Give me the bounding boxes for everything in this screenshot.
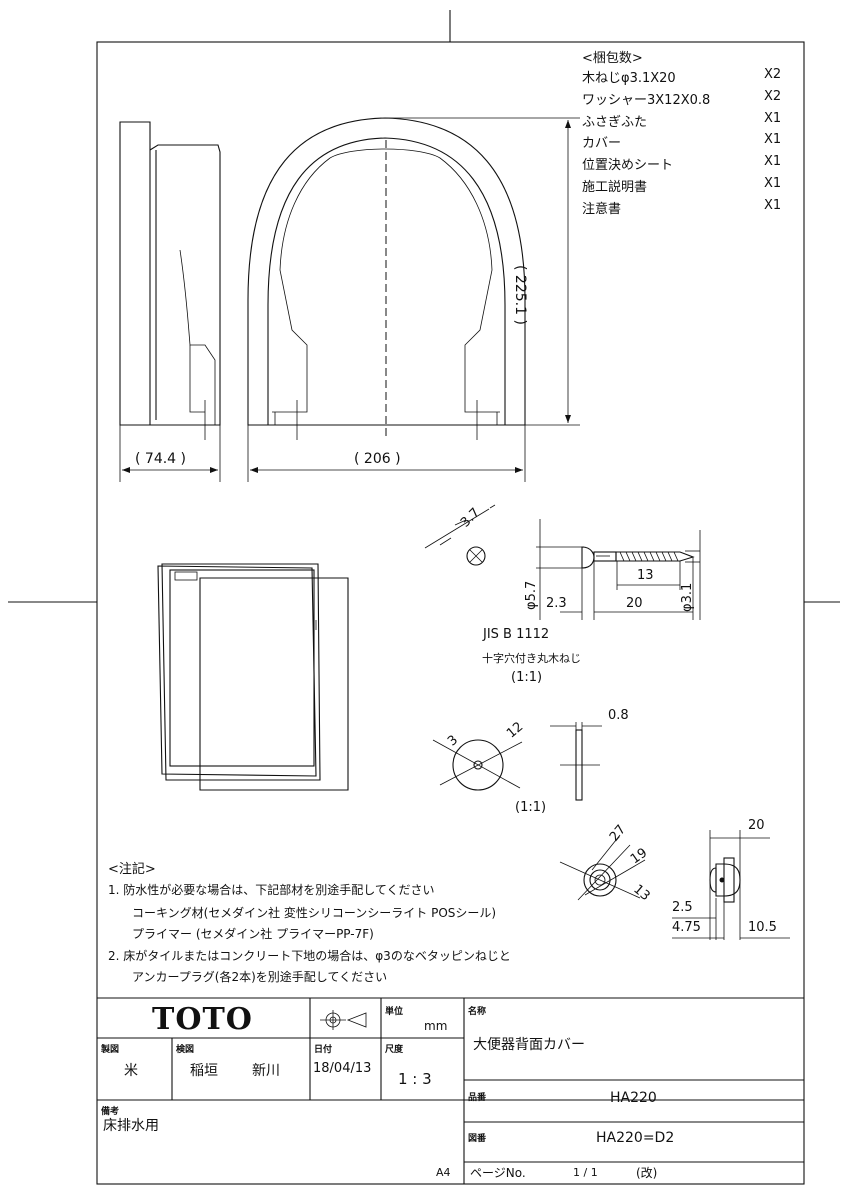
side-view xyxy=(119,121,221,440)
packing-item-qty: X2 xyxy=(764,89,782,104)
remarks-value: 床排水用 xyxy=(103,1118,159,1134)
date-label: 日付 xyxy=(314,1045,333,1055)
front-height-dim xyxy=(385,117,580,426)
front-view xyxy=(247,117,526,440)
cap-width-dim: 20 xyxy=(748,818,765,833)
checker-value: 新川 xyxy=(252,1063,280,1079)
scale-label: 尺度 xyxy=(385,1045,404,1055)
packing-item-qty: X1 xyxy=(764,132,782,147)
packing-item-qty: X1 xyxy=(764,111,782,126)
packing-item-name: 施工説明書 xyxy=(582,180,648,195)
side-dim xyxy=(119,425,221,482)
front-width-dim-label: ( 206 ) xyxy=(354,451,401,467)
packing-item-name: ふさぎふた xyxy=(582,115,648,130)
note-line: アンカープラグ(各2本)を別途手配してください xyxy=(132,970,388,984)
page-value: 1 / 1 xyxy=(573,1166,598,1179)
part-no-label: 品番 xyxy=(468,1093,487,1103)
scale-value: 1 : 3 xyxy=(398,1070,432,1088)
document-sheets xyxy=(157,563,349,791)
screw-end-view xyxy=(424,504,496,566)
packing-item-name: 位置決めシート xyxy=(582,158,674,173)
screw-standard: JIS B 1112 xyxy=(483,627,550,642)
name-label: 名称 xyxy=(468,1007,487,1017)
packing-item-name: カバー xyxy=(582,136,622,151)
unit-value: mm xyxy=(424,1019,448,1033)
toto-logo: TOTO xyxy=(152,1002,253,1037)
washer-thickness-dim: 0.8 xyxy=(608,708,629,723)
checker-value: 稲垣 xyxy=(190,1063,218,1079)
drawing-no-value: HA220=D2 xyxy=(596,1130,675,1146)
cap-end-view xyxy=(559,834,646,901)
date-value: 18/04/13 xyxy=(313,1061,372,1076)
screw-head-dia-dim: φ5.7 xyxy=(524,580,539,610)
note-line: プライマー (セメダイン社 プライマーPP-7F) xyxy=(132,927,374,941)
side-depth-dim: ( 74.4 ) xyxy=(135,451,186,467)
screw-side-view xyxy=(536,519,701,620)
notes-header: <注記> xyxy=(108,862,156,877)
title-block-grid xyxy=(97,997,804,1184)
note-line: コーキング材(セメダイン社 変性シリコーンシーライト POSシール) xyxy=(132,906,497,920)
cap-b-dim: 4.75 xyxy=(672,920,701,935)
part-no-value: HA220 xyxy=(610,1090,657,1106)
washer-scale: (1:1) xyxy=(515,800,547,815)
cap-a-dim: 2.5 xyxy=(672,900,693,915)
drafter-value: 米 xyxy=(124,1063,138,1079)
packing-item-qty: X1 xyxy=(764,176,782,191)
screw-name: 十字穴付き丸木ねじ xyxy=(482,652,581,665)
page-label: ページNo. xyxy=(470,1166,526,1180)
packing-item-name: ワッシャー3X12X0.8 xyxy=(582,93,711,108)
paper-size: A4 xyxy=(436,1166,451,1179)
unit-label: 単位 xyxy=(385,1007,404,1017)
packing-item-name: 木ねじφ3.1X20 xyxy=(582,71,676,86)
note-line: 2. 床がタイルまたはコンクリート下地の場合は、φ3のなベタッピンねじと xyxy=(108,949,511,963)
screw-dia-dim: φ3.1 xyxy=(680,582,695,612)
drafter-label: 製図 xyxy=(101,1045,120,1055)
packing-item-qty: X1 xyxy=(764,154,782,169)
front-width-dim xyxy=(247,425,526,482)
screw-scale: (1:1) xyxy=(511,670,543,685)
packing-item-qty: X2 xyxy=(764,67,782,82)
packing-item-qty: X1 xyxy=(764,198,782,213)
remarks-label: 備考 xyxy=(101,1107,120,1117)
checker-label: 検図 xyxy=(176,1045,195,1055)
revision-label: (改) xyxy=(636,1166,658,1180)
screw-head-len-dim: 2.3 xyxy=(546,596,567,611)
washer-view xyxy=(432,722,602,801)
height-dim-label: ( 225.1 ) xyxy=(512,265,528,325)
part-name: 大便器背面カバー xyxy=(473,1037,585,1053)
screw-thread-dim: 13 xyxy=(637,568,654,583)
packing-header: <梱包数> xyxy=(582,51,643,66)
note-line: 1. 防水性が必要な場合は、下記部材を別途手配してください xyxy=(108,883,435,897)
screw-length-dim: 20 xyxy=(626,596,643,611)
cap-side-view xyxy=(672,830,790,940)
drawing-no-label: 図番 xyxy=(468,1134,487,1144)
packing-item-name: 注意書 xyxy=(582,202,622,217)
cap-c-dim: 10.5 xyxy=(748,920,777,935)
